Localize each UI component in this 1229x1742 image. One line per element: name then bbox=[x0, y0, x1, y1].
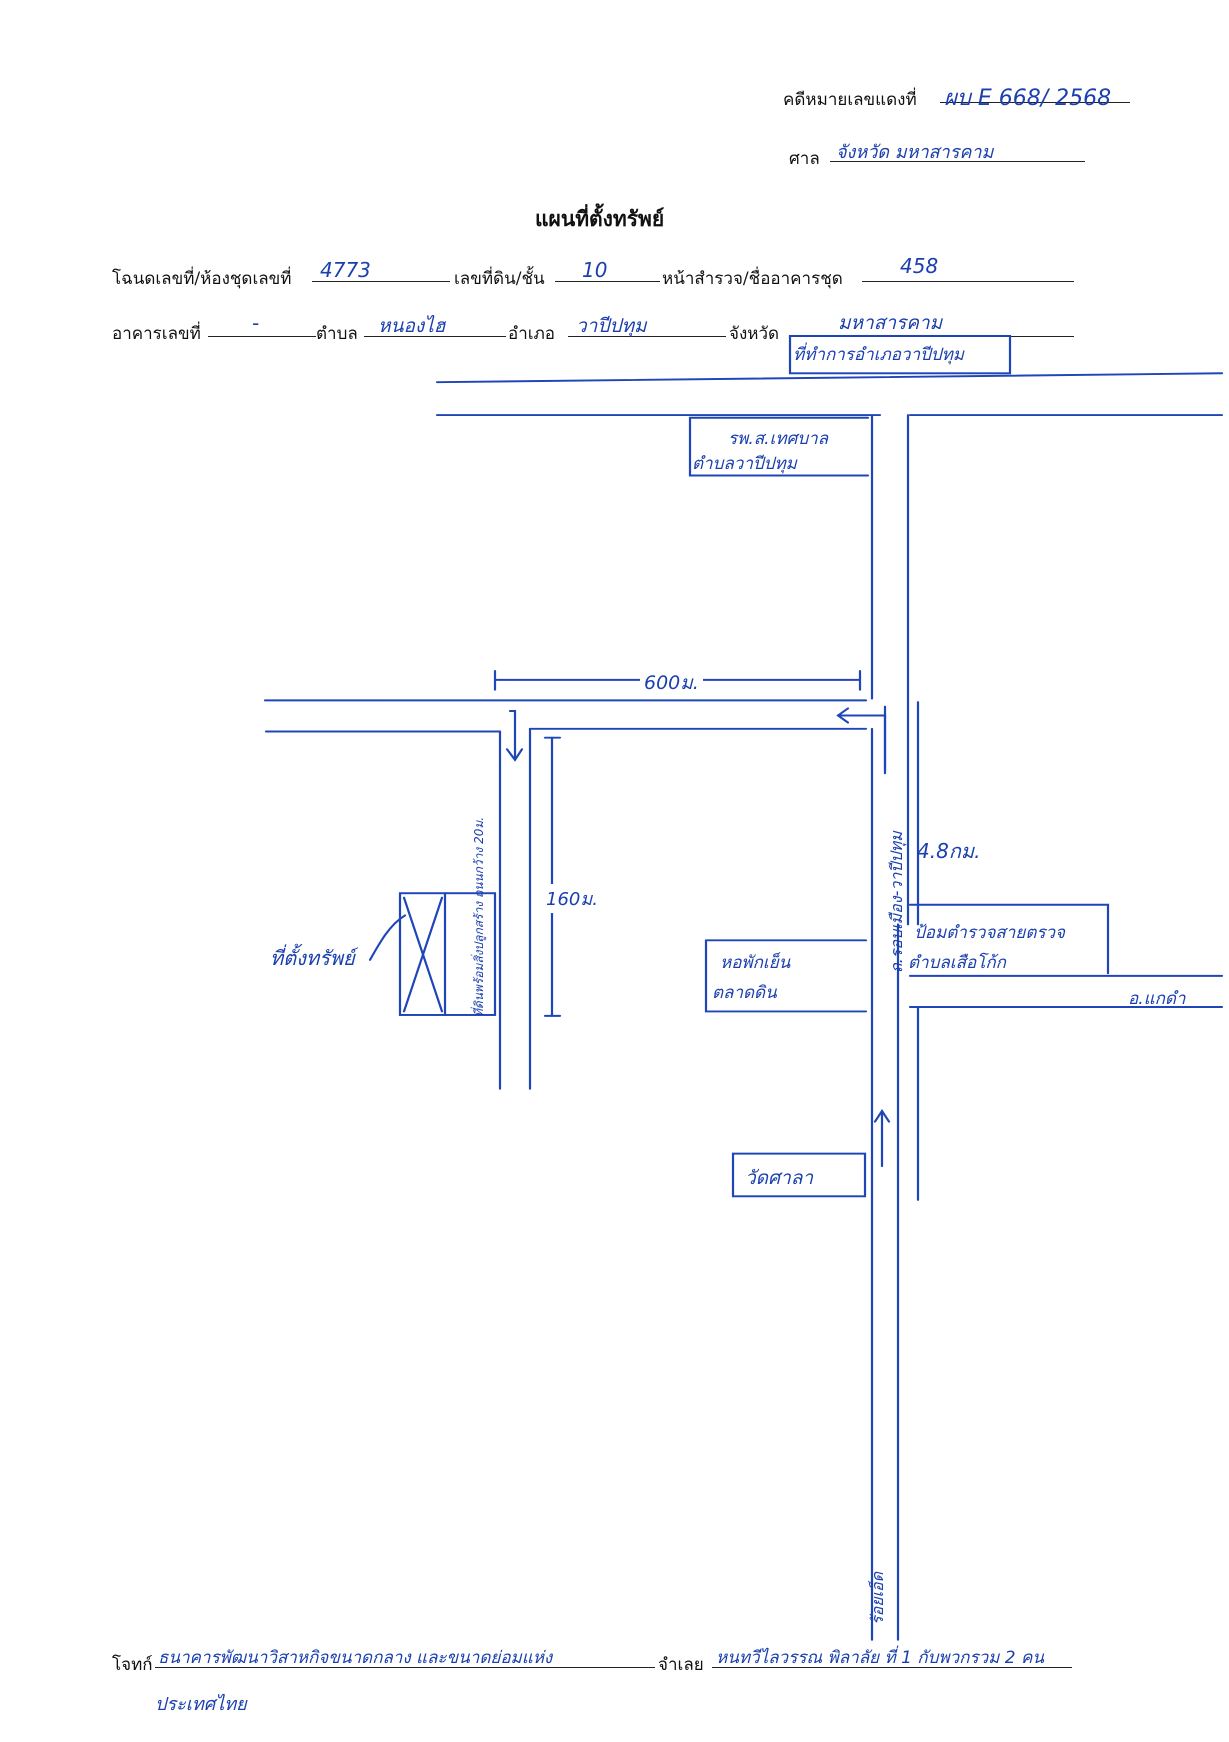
province-label: จังหวัด bbox=[729, 323, 780, 344]
building-value: - bbox=[252, 311, 260, 336]
page-title: แผนที่ตั้งทรัพย์ bbox=[535, 205, 665, 231]
plaintiff-label: โจทก์ bbox=[112, 1655, 153, 1676]
defendant-underline bbox=[712, 1667, 1072, 1669]
bottom-road-label: ร้อยเอ็ด bbox=[868, 1571, 887, 1625]
court-value: จังหวัด มหาสารคาม bbox=[836, 141, 994, 163]
land-underline bbox=[555, 280, 660, 282]
subdistrict-underline bbox=[364, 335, 506, 337]
turn-arrow-head bbox=[836, 707, 850, 724]
defendant-label: จำเลย bbox=[658, 1655, 704, 1676]
survey-underline bbox=[862, 280, 1074, 282]
plaintiff-value: ธนาคารพัฒนาวิสาหกิจขนาดกลาง และขนาดย่อมแ… bbox=[158, 1648, 553, 1669]
subdistrict-value: หนองไฮ bbox=[378, 315, 446, 338]
plaintiff-underline bbox=[155, 1667, 655, 1669]
shop-label-2: ตลาดดิน bbox=[712, 983, 777, 1004]
court-label: ศาล bbox=[789, 148, 820, 169]
down-arrow-head bbox=[505, 748, 524, 762]
case-number-underline bbox=[940, 102, 1130, 104]
property-box bbox=[398, 892, 497, 1016]
main-road-label: ถ.รอบเมือง-วาปีปทุม bbox=[887, 831, 906, 974]
survey-value: 458 bbox=[900, 254, 939, 279]
building-underline bbox=[208, 335, 316, 337]
land-label: เลขที่ดิน/ชั้น bbox=[454, 268, 545, 289]
police-label-2: ตำบลเสือโก้ก bbox=[908, 953, 1006, 974]
distance-600-label: 600ม. bbox=[640, 668, 703, 699]
school-label-2: ตำบลวาปีปทุม bbox=[692, 453, 797, 474]
defendant-value: หนทวีไลวรรณ พิลาลัย ที่ 1 กับพวกรวม 2 คน bbox=[716, 1648, 1044, 1669]
court-underline bbox=[830, 160, 1085, 162]
deed-underline bbox=[312, 280, 450, 282]
temple-label: วัดศาลา bbox=[745, 1166, 814, 1189]
case-number-value: ผบ E 668/ 2568 bbox=[944, 85, 1112, 111]
district-underline bbox=[568, 335, 726, 337]
property-location-label: ที่ตั้งทรัพย์ bbox=[270, 946, 355, 971]
province-value: มหาสารคาม bbox=[838, 311, 943, 334]
district-office-box bbox=[788, 334, 1012, 375]
subdistrict-label: ตำบล bbox=[316, 323, 358, 344]
district-value: วาปีปทุม bbox=[576, 315, 647, 338]
police-label-1: ป้อมตำรวจสายตรวจ bbox=[914, 922, 1065, 943]
top-road-upper-edge bbox=[435, 372, 1224, 384]
district-office-label: ที่ทำการอำเภอวาปีปทุม bbox=[793, 345, 964, 366]
survey-label: หน้าสำรวจ/ชื่ออาคารชุด bbox=[662, 268, 843, 289]
down-arrow-path bbox=[508, 710, 517, 759]
deed-label: โฉนดเลขที่/ห้องชุดเลขที่ bbox=[112, 268, 292, 289]
property-cross-2 bbox=[402, 896, 444, 1013]
property-box-label: ที่ดินพร้อมสิ่งปลูกสร้าง ถนนกว้าง 20ม. bbox=[472, 816, 486, 1017]
building-label: อาคารเลขที่ bbox=[112, 323, 201, 344]
temple-box bbox=[731, 1152, 867, 1198]
distance-4800-label: 4.8กม. bbox=[917, 839, 981, 864]
plaintiff-value-continued: ประเทศไทย bbox=[155, 1693, 247, 1715]
shop-box bbox=[704, 939, 868, 1013]
school-box bbox=[688, 416, 870, 477]
deed-value: 4773 bbox=[320, 257, 371, 282]
land-value: 10 bbox=[582, 257, 608, 282]
right-road-label: อ.แกดำ bbox=[1128, 988, 1186, 1009]
shop-label-1: หอพักเย็น bbox=[720, 953, 791, 974]
property-pointer bbox=[368, 914, 407, 961]
police-box bbox=[908, 903, 1110, 975]
distance-160-label: 160ม. bbox=[546, 884, 598, 914]
turn-arrow-path bbox=[836, 714, 887, 771]
up-arrow-head bbox=[873, 1109, 891, 1123]
school-label-1: รพ.ส.เทศบาล bbox=[728, 428, 829, 449]
district-label: อำเภอ bbox=[508, 323, 555, 344]
case-number-label: คดีหมายเลขแดงที่ bbox=[783, 90, 917, 111]
